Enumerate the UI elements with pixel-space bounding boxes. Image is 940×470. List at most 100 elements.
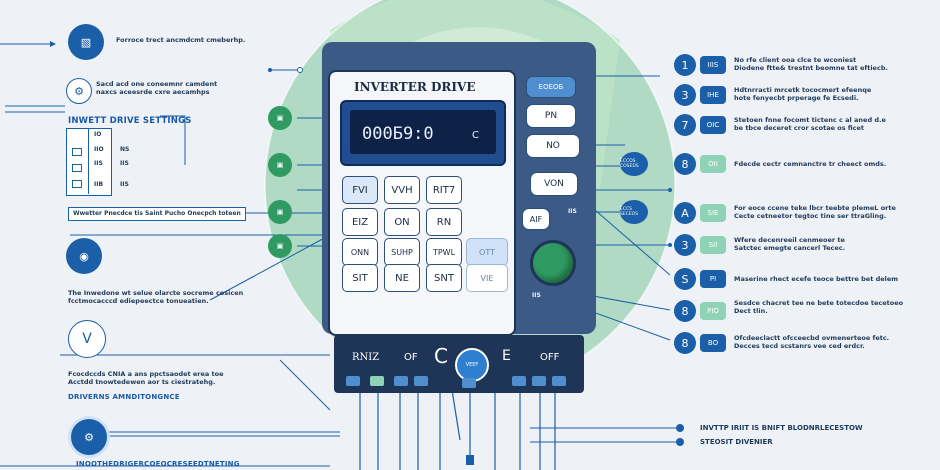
terminal-center-label: VEEF bbox=[465, 362, 479, 368]
terminal-label-of: OF bbox=[404, 352, 418, 363]
right-row-badge: IIIS bbox=[700, 56, 726, 74]
key-fvi[interactable]: FVI bbox=[342, 176, 378, 204]
green-node-icon: ▣ bbox=[268, 153, 292, 177]
key-sit[interactable]: SIT bbox=[342, 264, 378, 292]
right-row-number: 8 bbox=[674, 153, 696, 175]
key-on[interactable]: ON bbox=[384, 208, 420, 236]
right-row-number: S bbox=[674, 268, 696, 290]
device-title: INVERTER DRIVE bbox=[354, 80, 476, 94]
key-rn[interactable]: RN bbox=[426, 208, 462, 236]
key-tpwl[interactable]: TPWL bbox=[426, 238, 462, 266]
terminal-connector[interactable] bbox=[414, 376, 428, 386]
small-blue-node: ECCOS COSEDS bbox=[620, 152, 648, 176]
right-row-line1: Sesdce chacret tee ne bete totecdoe tece… bbox=[734, 299, 904, 307]
left-desc1-line1: The Inwedone wt selue olarcte socreme co… bbox=[68, 289, 244, 297]
table-icon bbox=[72, 164, 82, 172]
display-readout: 000Б9:0 bbox=[362, 124, 434, 144]
right-row-line1: Hdtnrracti mrcetk tococmert efeenqe bbox=[734, 86, 872, 94]
right-row-line2: Diodene ftte& trestnt beomne tat eftiecb… bbox=[734, 64, 888, 72]
key-vvh[interactable]: VVH bbox=[384, 176, 420, 204]
settings-table-cell: IIB bbox=[94, 181, 104, 188]
terminal-label-c: C bbox=[434, 344, 448, 368]
key-vie[interactable]: VIE bbox=[466, 264, 508, 292]
right-panel-label: IIS bbox=[568, 208, 577, 215]
side-button-4[interactable]: VON bbox=[530, 172, 578, 196]
right-row-line1: For eoce ccene teke lbcr teebte plemeL o… bbox=[734, 204, 896, 212]
terminal-connector[interactable] bbox=[532, 376, 546, 386]
terminal-connector[interactable] bbox=[370, 376, 384, 386]
right-row-badge: OIC bbox=[700, 116, 726, 134]
right-row-badge: SII bbox=[700, 236, 726, 254]
right-row-number: 1 bbox=[674, 54, 696, 76]
settings-table-cell: NS bbox=[120, 146, 130, 153]
right-row-badge: PI bbox=[700, 270, 726, 288]
device-display: 000Б9:0 C bbox=[340, 100, 506, 166]
settings-table-cell: IO bbox=[94, 131, 102, 138]
key-rit7[interactable]: RIT7 bbox=[426, 176, 462, 204]
side-button-3[interactable]: NO bbox=[526, 134, 580, 158]
right-row-line2: Decces tecd scstanrs vee ced erdcr. bbox=[734, 342, 865, 350]
terminal-label-e: E bbox=[502, 348, 511, 364]
right-row-number: A bbox=[674, 202, 696, 224]
rotary-knob[interactable] bbox=[530, 240, 576, 286]
right-row-line1: Ofcdeeclactt ofcceecbd ovmenerteoe fetc. bbox=[734, 334, 890, 342]
left-item-1: Forroce trect ancmdcmt cmeberhp. bbox=[116, 36, 246, 44]
left-desc1-line2: fcctmocacccd ediepeectce tonueatien. bbox=[68, 297, 209, 305]
right-row-line1: Stetoen fnne focomt tictenc c al aned d.… bbox=[734, 116, 886, 124]
small-blue-node: ECCS SECEOS bbox=[620, 200, 648, 224]
key-suhp[interactable]: SUHP bbox=[384, 238, 420, 266]
right-row-number: 8 bbox=[674, 300, 696, 322]
terminal-connector[interactable] bbox=[346, 376, 360, 386]
settings-table-cell: IIS bbox=[94, 160, 103, 167]
key-onn[interactable]: ONN bbox=[342, 238, 378, 266]
terminal-connector[interactable] bbox=[552, 376, 566, 386]
small-node-label-2: ECCS SECEOS bbox=[620, 207, 639, 217]
green-node-icon: ▣ bbox=[268, 234, 292, 258]
key-snt[interactable]: SNT bbox=[426, 264, 462, 292]
green-node-icon: ▣ bbox=[268, 106, 292, 130]
tool-icon: ⚙ bbox=[66, 78, 92, 104]
right-panel-label-2: IIS bbox=[532, 292, 541, 299]
settings-table-cell: IIO bbox=[94, 146, 104, 153]
right-row-number: 3 bbox=[674, 234, 696, 256]
right-row-number: 3 bbox=[674, 84, 696, 106]
side-button-2[interactable]: PN bbox=[526, 104, 576, 128]
right-row-badge: IHE bbox=[700, 86, 726, 104]
check-icon: V bbox=[68, 320, 106, 358]
globe-icon: ◉ bbox=[66, 238, 102, 274]
terminal-center-button[interactable]: VEEF bbox=[455, 348, 489, 382]
key-ott[interactable]: OTT bbox=[466, 238, 508, 266]
small-node-label-1: ECCOS COSEDS bbox=[620, 159, 639, 169]
settings-icon: ⚙ bbox=[68, 416, 110, 458]
right-row-badge: OII bbox=[700, 155, 726, 173]
left-item-2-line2: naxcs aceesrde cxre aecamhps bbox=[96, 88, 210, 96]
phone-icon: ▧ bbox=[68, 24, 104, 60]
settings-table bbox=[66, 128, 112, 196]
terminal-connector[interactable] bbox=[512, 376, 526, 386]
key-eiz[interactable]: EIZ bbox=[342, 208, 378, 236]
display-screen bbox=[350, 110, 496, 154]
right-panel-button[interactable]: AIF bbox=[522, 208, 550, 230]
right-row-line1: Wfere decenreeil cenmeoer te bbox=[734, 236, 845, 244]
right-row-line1: Fdecde cectr cemnanctre tr cheect omds. bbox=[734, 160, 887, 168]
right-row-line2: hote fenyecbt prperage fe Ecsedi. bbox=[734, 94, 859, 102]
side-button-1[interactable]: ЕОЕОБ bbox=[526, 76, 576, 98]
key-ne[interactable]: NE bbox=[384, 264, 420, 292]
wide-label: Wwetter Pnecdce tis Saint Pucho Onecpch … bbox=[68, 207, 246, 221]
bottom-right-label-2: STEOSIT DIVENIER bbox=[700, 438, 773, 446]
right-row-line1: No rfe client ooa clce te wconiest bbox=[734, 56, 857, 64]
terminal-connector[interactable] bbox=[394, 376, 408, 386]
right-row-number: 8 bbox=[674, 332, 696, 354]
terminal-label-rniz: RNIZ bbox=[352, 352, 380, 363]
table-icon bbox=[72, 148, 82, 156]
left-desc2-line2: Acctdd tnowtedewen aor ts ciestratehg. bbox=[68, 378, 216, 386]
right-row-line2: Satctec emegte cancerl Tecec. bbox=[734, 244, 846, 252]
right-row-line2: Dect tlin. bbox=[734, 307, 768, 315]
terminal-label-off: OFF bbox=[540, 352, 560, 363]
right-row-line2: Cecte cetneetor tegtoc tine ser ttraGlin… bbox=[734, 212, 887, 220]
terminal-connector[interactable] bbox=[462, 378, 476, 388]
right-row-badge: BO bbox=[700, 334, 726, 352]
left-item-2-line1: Sacd acd one coneemnr camdent bbox=[96, 80, 218, 88]
left-heading-3: INOOTHEDRIGERCOEOCRESEEDTNETING bbox=[76, 460, 240, 468]
left-desc2-line1: Fcocdccds CNIA a ans ppctsaodet erea toe bbox=[68, 370, 224, 378]
